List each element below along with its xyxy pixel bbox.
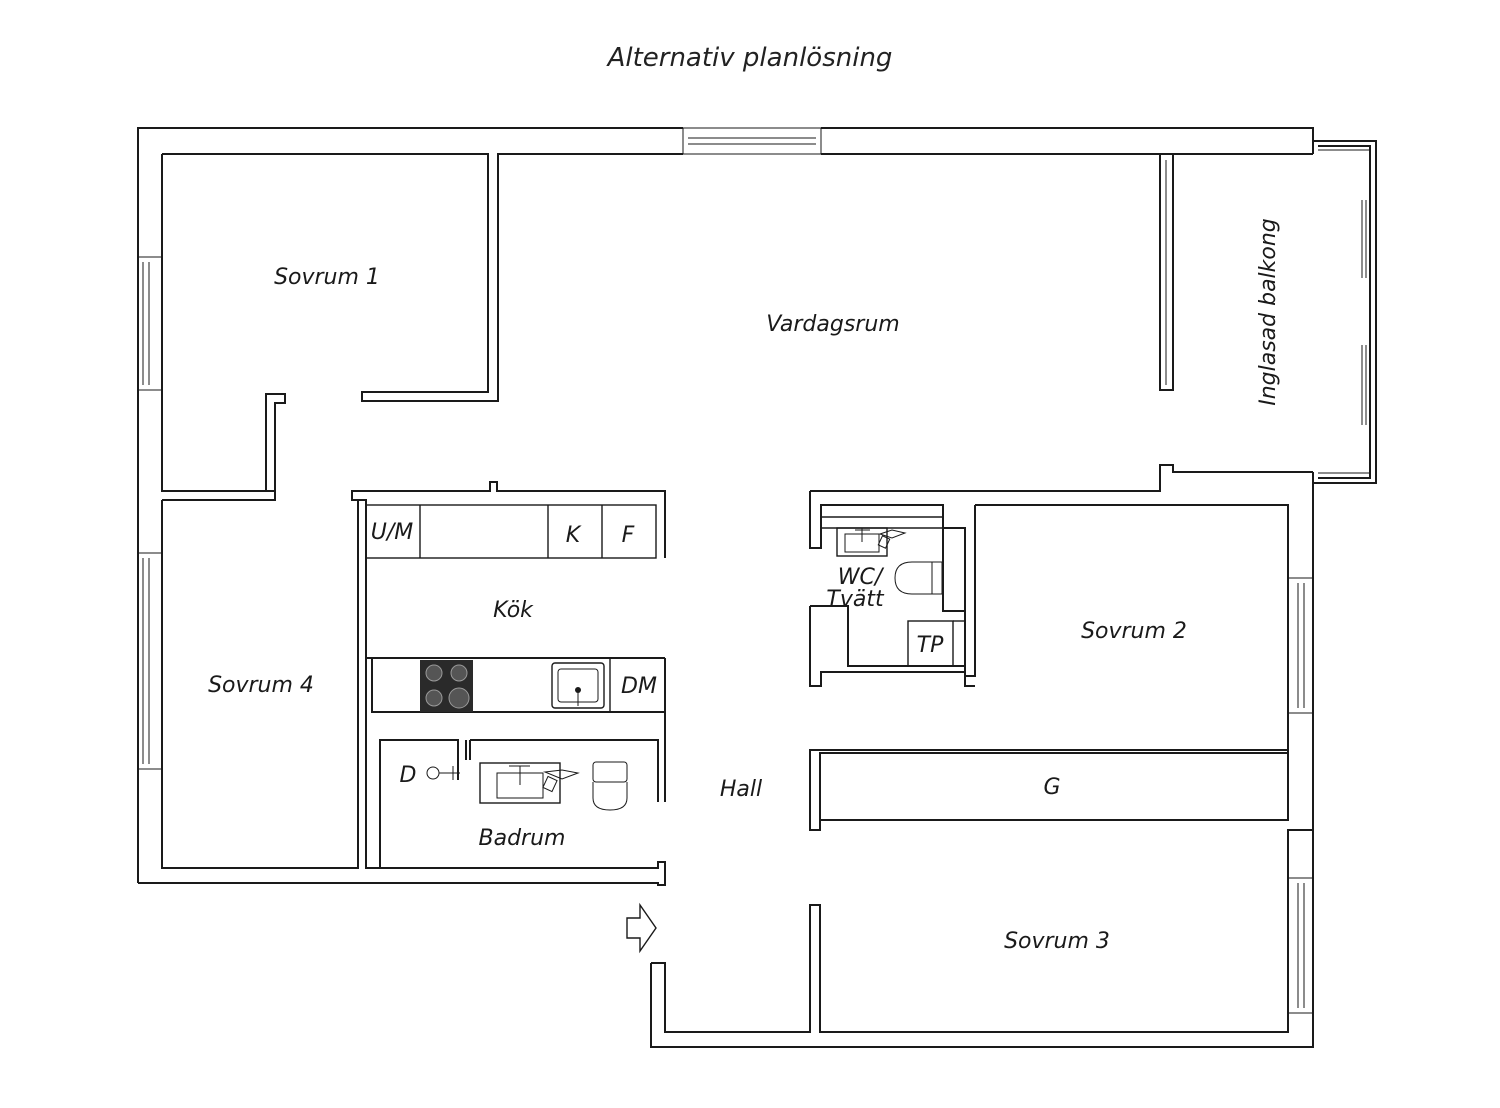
- label-g: G: [1043, 775, 1060, 800]
- label-k: K: [566, 523, 582, 548]
- bath-sink-icon: [479, 762, 580, 804]
- wc-toilet-icon: [894, 561, 943, 595]
- label-sovrum-2: Sovrum 2: [1081, 619, 1187, 644]
- label-um: U/M: [371, 520, 414, 545]
- label-kok: Kök: [493, 598, 534, 623]
- label-wc: WC/: [838, 565, 885, 590]
- label-d: D: [400, 763, 417, 788]
- stove-icon: [420, 660, 473, 712]
- label-dm: DM: [621, 674, 657, 699]
- entrance-arrow-icon: [626, 902, 657, 954]
- balcony-area: [810, 140, 1377, 492]
- label-f: F: [622, 523, 635, 548]
- left-window-2: [137, 552, 163, 770]
- label-sovrum-1: Sovrum 1: [274, 265, 380, 290]
- left-window-1: [137, 256, 163, 391]
- label-hall: Hall: [720, 777, 762, 802]
- label-vardagsrum: Vardagsrum: [766, 312, 899, 337]
- label-sovrum-3: Sovrum 3: [1004, 929, 1110, 954]
- toilet-icon: [592, 761, 628, 811]
- right-window-2: [1287, 877, 1314, 1014]
- kitchen: [365, 504, 665, 713]
- right-window-1: [1287, 577, 1314, 714]
- label-badrum: Badrum: [479, 826, 566, 851]
- label-inglasad-balkong: Inglasad balkong: [1256, 218, 1281, 406]
- wc-fixtures: [836, 527, 943, 595]
- room-labels: Sovrum 1 Vardagsrum Inglasad balkong Sov…: [208, 218, 1281, 954]
- label-sovrum-4: Sovrum 4: [208, 673, 314, 698]
- top-window: [682, 127, 822, 155]
- wc-sink-icon: [836, 527, 907, 557]
- label-tp: TP: [917, 633, 944, 658]
- shower-icon: [426, 766, 460, 780]
- fixture-labels: U/M K F DM TP D: [371, 520, 944, 788]
- label-tvatt: Tvätt: [826, 587, 885, 612]
- sink-icon: [551, 662, 605, 709]
- bathroom: [379, 739, 659, 868]
- plan-title: Alternativ planlösning: [606, 43, 893, 73]
